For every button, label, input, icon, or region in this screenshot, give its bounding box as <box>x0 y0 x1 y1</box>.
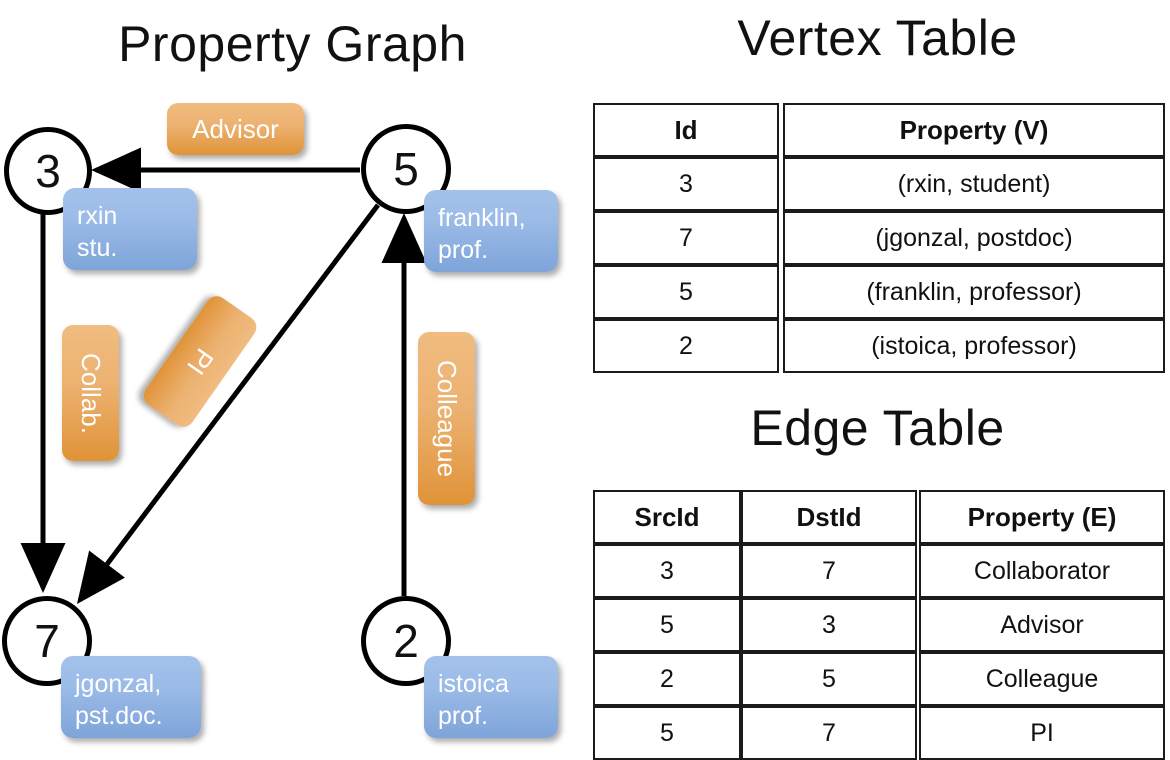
vertex-cell-id: 7 <box>593 211 779 265</box>
table-header-row: Id <box>593 103 779 157</box>
table-row: Collaborator <box>919 544 1165 598</box>
table-header-row: Property (V) <box>783 103 1165 157</box>
vertex-cell-property: (franklin, professor) <box>783 265 1165 319</box>
edge-cell-property: Advisor <box>919 598 1165 652</box>
edge-cell-srcid: 5 <box>593 598 741 652</box>
vertex-node-7-label: 7 <box>34 615 60 667</box>
table-row: 5 <box>593 706 741 760</box>
table-row: 5 <box>741 652 917 706</box>
vertex-node-5-label: 5 <box>393 143 419 195</box>
vertex-table-title: Vertex Table <box>737 10 1018 66</box>
property-graph-panel: Property Graph 3 5 7 2 rxin stu. frankli… <box>2 16 558 738</box>
table-row: 7 <box>741 544 917 598</box>
vertex-property-rxin-line1: rxin <box>77 202 118 230</box>
table-row: 7 <box>741 706 917 760</box>
vertex-property-box-franklin: franklin, prof. <box>424 190 558 272</box>
edge-table-dstid-column: DstId 7 3 5 7 <box>741 490 917 760</box>
edge-table-property-column: Property (E) Collaborator Advisor Collea… <box>919 490 1165 760</box>
edge-label-advisor: Advisor <box>167 103 304 155</box>
vertex-property-rxin-line2: stu. <box>77 234 118 262</box>
table-row: 5 <box>593 598 741 652</box>
table-row: Colleague <box>919 652 1165 706</box>
edge-label-advisor-text: Advisor <box>192 113 279 144</box>
vertex-property-franklin-line2: prof. <box>438 236 489 264</box>
edge-cell-srcid: 3 <box>593 544 741 598</box>
edge-label-pi-text: PI <box>181 343 220 381</box>
vertex-node-2[interactable]: 2 <box>361 596 451 686</box>
table-row: 3 <box>593 157 779 211</box>
table-row: 5 <box>593 265 779 319</box>
table-row: (franklin, professor) <box>783 265 1165 319</box>
vertex-node-5[interactable]: 5 <box>361 124 451 214</box>
edge-cell-dstid: 7 <box>741 544 917 598</box>
edge-cell-dstid: 7 <box>741 706 917 760</box>
edge-col-header-property: Property (E) <box>919 490 1165 544</box>
vertex-property-box-istoica: istoica prof. <box>424 656 558 738</box>
edge-table-srcid-column: SrcId 3 5 2 5 <box>593 490 741 760</box>
vertex-cell-id: 3 <box>593 157 779 211</box>
table-row: 2 <box>593 319 779 373</box>
vertex-node-2-label: 2 <box>393 615 419 667</box>
table-header-row: Property (E) <box>919 490 1165 544</box>
vertex-property-box-jgonzal: jgonzal, pst.doc. <box>61 656 201 738</box>
edge-col-header-srcid: SrcId <box>593 490 741 544</box>
table-row: (jgonzal, postdoc) <box>783 211 1165 265</box>
vertex-cell-id: 5 <box>593 265 779 319</box>
property-graph-title: Property Graph <box>118 16 467 72</box>
vertex-property-jgonzal-line2: pst.doc. <box>75 702 163 730</box>
table-row: 3 <box>593 544 741 598</box>
vertex-property-box-rxin: rxin stu. <box>63 188 197 270</box>
vertex-cell-id: 2 <box>593 319 779 373</box>
edge-label-colleague-text: Colleague <box>432 359 462 478</box>
vertex-node-3-label: 3 <box>35 145 61 197</box>
table-row: (rxin, student) <box>783 157 1165 211</box>
edge-label-colleague: Colleague <box>418 332 475 505</box>
vertex-cell-property: (rxin, student) <box>783 157 1165 211</box>
vertex-property-istoica-line2: prof. <box>438 702 489 730</box>
vertex-property-istoica-line1: istoica <box>438 670 509 698</box>
table-row: 3 <box>741 598 917 652</box>
graph-edges <box>20 147 427 604</box>
edge-table-title: Edge Table <box>750 400 1005 456</box>
edge-cell-srcid: 5 <box>593 706 741 760</box>
vertex-col-header-id: Id <box>593 103 779 157</box>
vertex-cell-property: (istoica, professor) <box>783 319 1165 373</box>
vertex-cell-property: (jgonzal, postdoc) <box>783 211 1165 265</box>
table-row: (istoica, professor) <box>783 319 1165 373</box>
table-header-row: DstId <box>741 490 917 544</box>
edge-cell-property: Collaborator <box>919 544 1165 598</box>
edge-cell-property: PI <box>919 706 1165 760</box>
edge-label-collab-text: Collab. <box>76 352 106 434</box>
edge-col-header-dstid: DstId <box>741 490 917 544</box>
edge-cell-dstid: 5 <box>741 652 917 706</box>
table-header-row: SrcId <box>593 490 741 544</box>
table-row: PI <box>919 706 1165 760</box>
table-row: 7 <box>593 211 779 265</box>
vertex-table-property-column: Property (V) (rxin, student) (jgonzal, p… <box>783 103 1165 373</box>
edge-cell-dstid: 3 <box>741 598 917 652</box>
vertex-property-jgonzal-line1: jgonzal, <box>75 670 162 698</box>
vertex-table-id-column: Id 3 7 5 2 <box>593 103 779 373</box>
vertex-col-header-property: Property (V) <box>783 103 1165 157</box>
edge-cell-srcid: 2 <box>593 652 741 706</box>
table-row: Advisor <box>919 598 1165 652</box>
edge-5-to-7 <box>76 203 380 604</box>
table-row: 2 <box>593 652 741 706</box>
vertex-property-franklin-line1: franklin, <box>438 204 526 232</box>
edge-label-collab: Collab. <box>62 325 119 461</box>
edge-cell-property: Colleague <box>919 652 1165 706</box>
